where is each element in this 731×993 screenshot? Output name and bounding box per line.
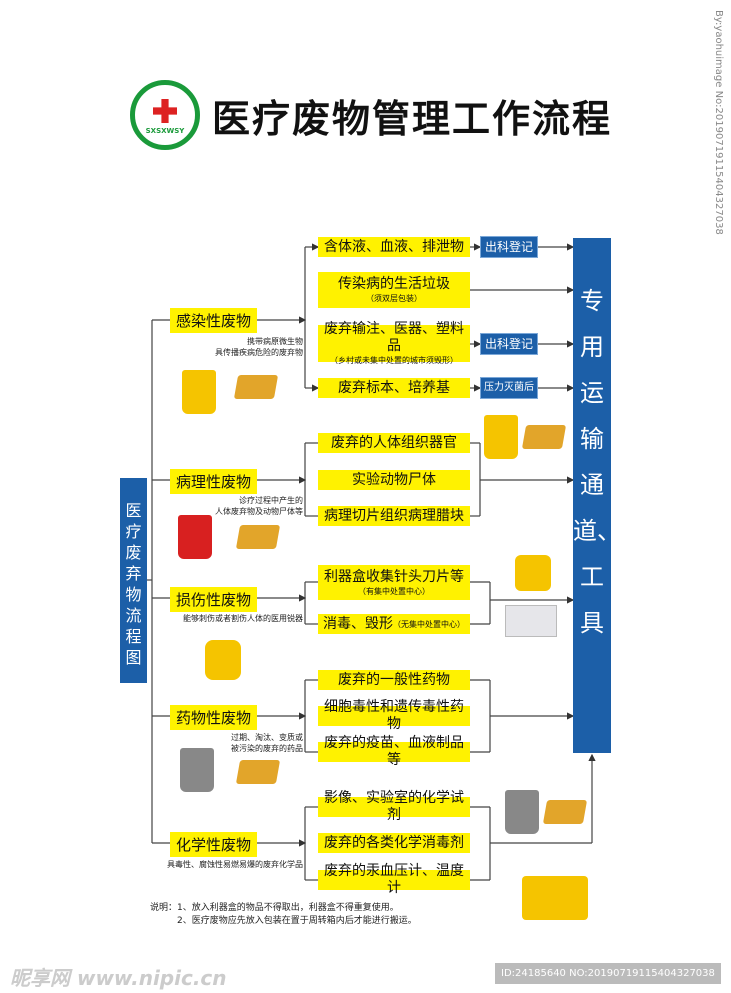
item-box: 废弃输注、医器、塑料品（乡村或未集中处置的城市须毁形） (318, 321, 470, 365)
item-box: 含体液、血液、排泄物 (318, 237, 470, 257)
biohazard-bag-image (521, 425, 567, 449)
site-watermark: 昵享网 www.nipic.cn (10, 966, 227, 990)
logo-text: SXSXWSY (145, 127, 185, 135)
category-desc: 携带病原微生物具传播疾病危险的废弃物 (215, 337, 303, 357)
tag-register: 出科登记 (480, 236, 538, 258)
biohazard-bag-image (542, 800, 588, 824)
item-box: 废弃的人体组织器官 (318, 433, 470, 453)
page-title: 医疗废物管理工作流程 (212, 97, 613, 141)
item-box: 废弃的一般性药物 (318, 670, 470, 690)
yellow-bin-image (182, 370, 216, 414)
red-bin-image (178, 515, 212, 559)
category-sharps: 损伤性废物 (170, 587, 258, 612)
category-pharmaceutical: 药物性废物 (170, 705, 258, 730)
item-box: 实验动物尸体 (318, 470, 470, 490)
item-box: 利器盒收集针头刀片等（有集中处置中心） (318, 565, 470, 600)
item-box: 影像、实验室的化学试剂 (318, 790, 470, 823)
logo: SXSXWSY (130, 80, 200, 150)
transfer-box-image (522, 876, 588, 920)
sharps-container-image (515, 555, 551, 591)
biohazard-bag-image (235, 525, 281, 549)
item-box: 消毒、毁形（无集中处置中心） (318, 614, 470, 634)
item-box: 废弃标本、培养基 (318, 378, 470, 398)
grey-bin-image (180, 748, 214, 792)
category-infectious: 感染性废物 (170, 308, 258, 333)
biohazard-bag-image (233, 375, 279, 399)
id-watermark: ID:24185640 NO:20190719115404327038 (495, 963, 721, 984)
grey-bin-image (505, 790, 539, 834)
notes: 说明：1、放入利器盒的物品不得取出，利器盒不得重复使用。 2、医疗废物应先放入包… (150, 903, 417, 926)
category-desc: 具毒性、腐蚀性易燃易爆的废弃化学品 (167, 860, 303, 869)
tag-sterilize: 压力灭菌后收集 (480, 377, 538, 413)
item-box: 传染病的生活垃圾（须双层包装） (318, 272, 470, 308)
tag-register: 出科登记 (480, 333, 538, 355)
destroyer-machine-image (505, 605, 557, 637)
yellow-bin-image (484, 415, 518, 459)
category-pathological: 病理性废物 (170, 469, 258, 494)
item-box: 病理切片组织病理腊块 (318, 506, 470, 526)
category-desc: 过期、淘汰、变质或被污染的废弃的药品 (231, 733, 303, 753)
biohazard-bag-image (235, 760, 281, 784)
transport-channel-box: 专用运输通道、工具 (573, 238, 621, 753)
category-desc: 能够刺伤或者割伤人体的医用锐器 (183, 614, 303, 623)
item-box: 废弃的各类化学消毒剂 (318, 833, 470, 853)
category-desc: 诊疗过程中产生的人体废弃物及动物尸体等 (215, 496, 303, 516)
item-box: 废弃的疫苗、血液制品等 (318, 735, 470, 768)
item-box: 细胞毒性和遗传毒性药物 (318, 699, 470, 732)
sharps-container-image (205, 640, 241, 680)
left-flow-label: 医疗废弃物流程图 (120, 478, 147, 683)
side-watermark: By:yaohuimage No:20190719115404327038 (713, 10, 724, 235)
item-box: 废弃的汞血压计、温度计 (318, 863, 470, 896)
category-chemical: 化学性废物 (170, 832, 258, 857)
